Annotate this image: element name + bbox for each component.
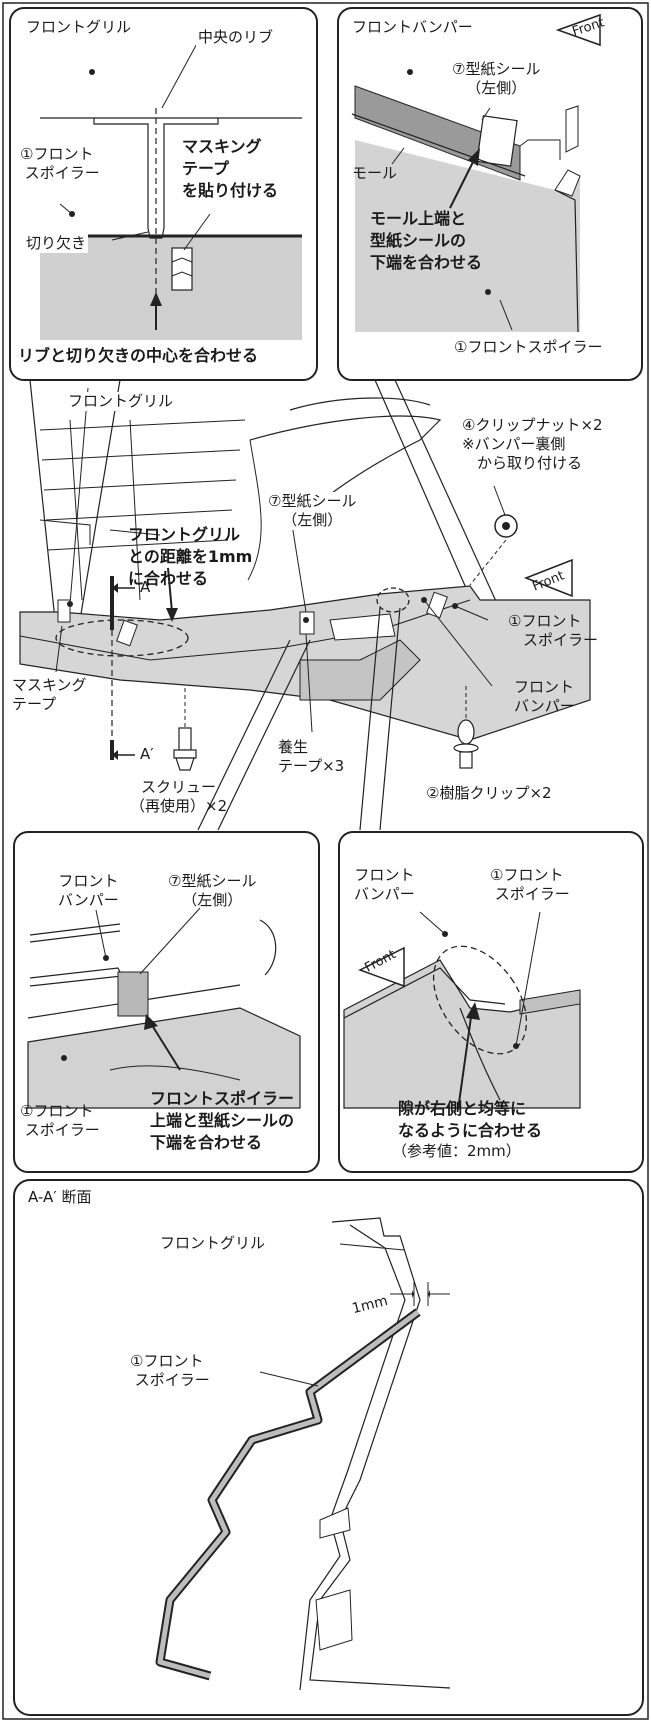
- label-template-seal-main: ⑦型紙シール （左側）: [266, 492, 359, 530]
- label-notch: 切り欠き: [24, 234, 89, 253]
- label-front-spoiler-bl: ①フロント スポイラー: [20, 1102, 100, 1139]
- label-front-spoiler-section: ①フロント スポイラー: [130, 1352, 210, 1389]
- panel-bottom-right: [338, 831, 644, 1173]
- label-front-bumper-br: フロント バンパー: [354, 866, 415, 903]
- front-arrow-icon: [555, 13, 601, 47]
- front-arrow-icon-detail: [358, 946, 405, 988]
- label-front-grille-main: フロントグリル: [66, 392, 176, 411]
- label-molding: モール: [352, 164, 398, 182]
- label-section-a-prime: A′: [140, 745, 154, 763]
- label-clip-nut: ④クリップナット×2 ※バンパー裏側 から取り付ける: [462, 416, 603, 472]
- label-front-bumper-bl: フロント バンパー: [58, 872, 119, 909]
- label-front-spoiler-main: ①フロント スポイラー: [508, 612, 599, 649]
- label-reference-value: （参考値：2mm）: [392, 1142, 521, 1160]
- label-front-grille-tl: フロントグリル: [24, 18, 134, 37]
- panel-top-left: [9, 7, 318, 381]
- label-resin-clip: ②樹脂クリップ×2: [426, 784, 552, 802]
- label-curing-tape: 養生 テープ×3: [278, 738, 345, 775]
- screw-icon: [173, 688, 197, 771]
- label-front-grille-section: フロントグリル: [160, 1234, 266, 1252]
- label-front-bumper-tr: フロントバンパー: [352, 18, 473, 36]
- label-screw: スクリュー （再使用）×2: [130, 778, 228, 815]
- label-align-spoiler-seal: フロントスポイラー 上端と型紙シールの 下端を合わせる: [150, 1089, 295, 1152]
- panel-top-right: [337, 7, 643, 381]
- resin-clip-icon: [453, 686, 479, 769]
- label-masking-tape-main: マスキング テープ: [12, 676, 87, 713]
- panel-section-view: [13, 1179, 644, 1716]
- label-distance-note: フロントグリル との距離を1mm に合わせる: [128, 525, 253, 588]
- clip-nut-icon: [469, 514, 518, 586]
- label-template-seal-bl: ⑦型紙シール （左側）: [168, 872, 257, 909]
- main-view: [19, 379, 591, 831]
- label-section-a: A: [140, 578, 151, 596]
- label-front-spoiler-tl: ①フロント スポイラー: [20, 145, 100, 182]
- label-center-rib: 中央のリブ: [196, 28, 276, 47]
- label-masking-tape-instruction: マスキング テープ を貼り付ける: [182, 137, 279, 200]
- front-arrow-icon-main: [523, 558, 573, 598]
- label-align-rib-notch: リブと切り欠きの中心を合わせる: [18, 346, 259, 365]
- label-template-seal-tr: ⑦型紙シール （左側）: [452, 60, 541, 97]
- label-front-spoiler-tr: ①フロントスポイラー: [452, 338, 605, 357]
- label-front-spoiler-br: ①フロント スポイラー: [490, 866, 570, 903]
- section-title: A-A′ 断面: [28, 1188, 92, 1206]
- label-gap-note: 隙が右側と均等に なるように合わせる: [398, 1099, 543, 1140]
- panel-bottom-left: [13, 831, 320, 1173]
- label-front-bumper-main: フロント バンパー: [514, 678, 575, 715]
- label-align-molding-seal: モール上端と 型紙シールの 下端を合わせる: [370, 209, 483, 272]
